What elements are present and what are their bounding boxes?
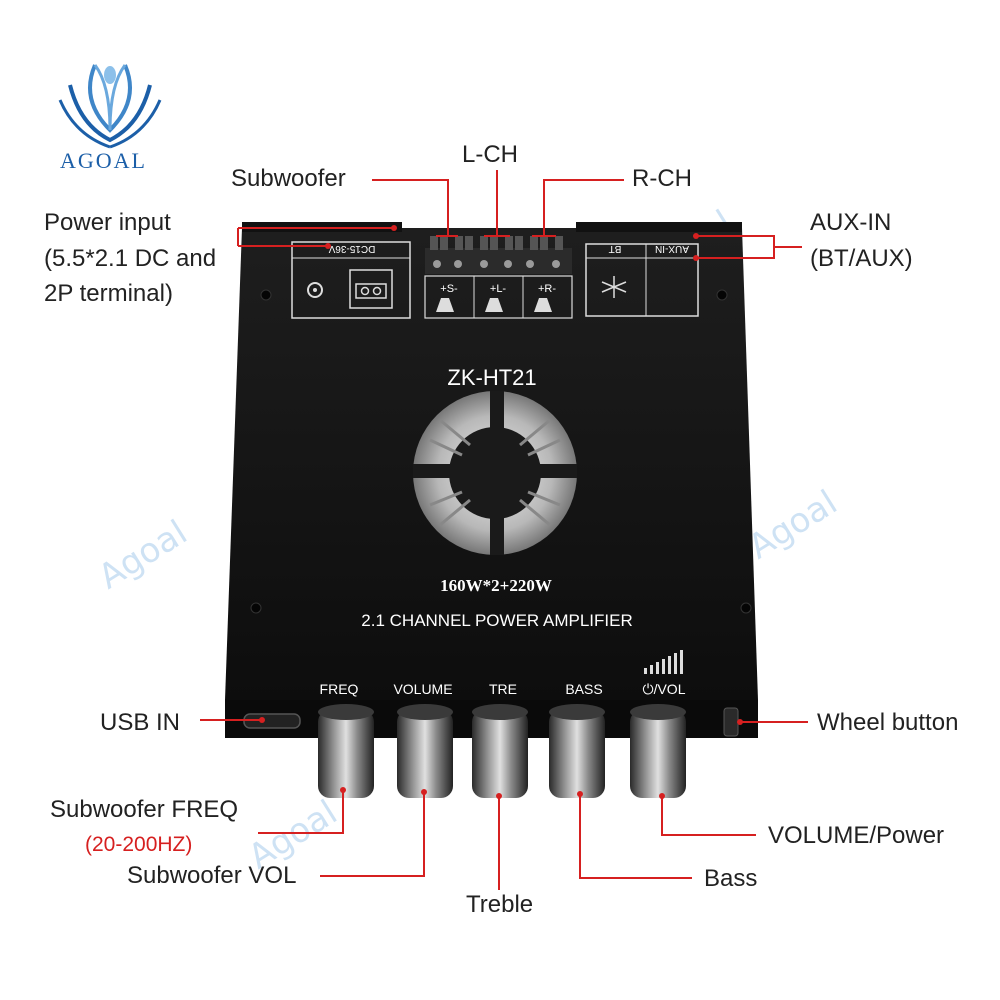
bt-label: BT xyxy=(609,243,622,254)
callout-r-ch: R-CH xyxy=(632,165,692,192)
power-input-panel xyxy=(291,241,411,319)
agoal-logo-mark xyxy=(58,64,162,149)
bt-aux-panel xyxy=(585,243,699,317)
knob-volume[interactable] xyxy=(397,704,453,798)
knob-freq[interactable] xyxy=(318,704,374,798)
callout-power-input-line3: 2P terminal) xyxy=(44,280,173,307)
knob-label-freq: FREQ xyxy=(320,681,359,697)
product-description: 2.1 CHANNEL POWER AMPLIFIER xyxy=(361,611,632,630)
speaker-icon xyxy=(436,298,552,312)
terminal-label-left: +L- xyxy=(490,283,507,295)
callout-freq-range: (20-200HZ) xyxy=(85,833,193,856)
callout-subwoofer-vol: Subwoofer VOL xyxy=(127,862,297,889)
callout-l-ch: L-CH xyxy=(462,141,519,168)
knob-treble[interactable] xyxy=(472,704,528,798)
callout-subwoofer: Subwoofer xyxy=(231,165,346,192)
cooling-fan-vent xyxy=(413,391,577,555)
callout-aux-in-line1: AUX-IN xyxy=(810,209,892,236)
knob-bass[interactable] xyxy=(549,704,605,798)
leader-lines xyxy=(200,170,808,890)
callout-bass: Bass xyxy=(704,865,758,892)
knob-label-bass: BASS xyxy=(565,681,602,697)
bluetooth-icon xyxy=(601,276,627,298)
model-name: ZK-HT21 xyxy=(447,365,536,390)
agoal-logo xyxy=(50,55,170,150)
dc-voltage-label: DC15-36V xyxy=(328,243,375,254)
knob-power-volume[interactable] xyxy=(630,704,686,798)
knob-label-power-volume: ⏻/VOL xyxy=(643,681,686,697)
callout-power-input-line1: Power input xyxy=(44,209,171,236)
power-terminal-icon xyxy=(349,269,393,309)
callout-volume-power: VOLUME/Power xyxy=(768,822,945,849)
callout-power-input-line2: (5.5*2.1 DC and xyxy=(44,245,217,272)
callout-usb-in: USB IN xyxy=(100,709,181,736)
terminal-label-right: +R- xyxy=(538,283,556,295)
aux-label: AUX-IN xyxy=(655,243,689,254)
wheel-button[interactable] xyxy=(723,707,739,737)
speaker-output-terminals xyxy=(424,236,573,319)
knob-label-volume: VOLUME xyxy=(393,681,452,697)
knob-label-treble: TRE xyxy=(489,681,517,697)
callout-treble: Treble xyxy=(466,891,534,918)
screw xyxy=(250,289,752,614)
callout-aux-in-line2: (BT/AUX) xyxy=(810,245,913,272)
dc-jack-icon xyxy=(307,282,323,298)
power-rating: 160W*2+220W xyxy=(440,576,552,595)
callout-subwoofer-freq: Subwoofer FREQ xyxy=(50,796,239,823)
volume-level-icon xyxy=(644,650,683,674)
callout-wheel-button: Wheel button xyxy=(817,709,959,736)
terminal-label-sub: +S- xyxy=(440,283,458,295)
logo-text: AGOAL xyxy=(60,148,147,173)
